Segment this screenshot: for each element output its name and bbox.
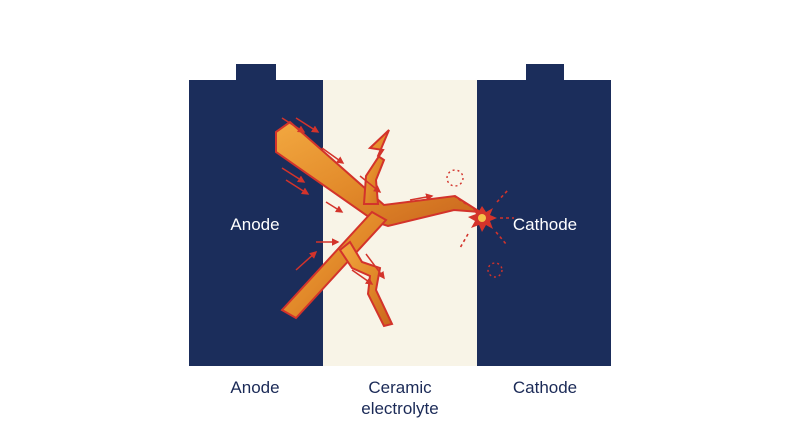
anode-inner-label: Anode bbox=[230, 215, 280, 234]
short-circuit-spark bbox=[446, 169, 514, 278]
ion-flow-arrows bbox=[281, 117, 434, 285]
cathode-inner-label: Cathode bbox=[512, 215, 578, 234]
electrolyte-caption-line2: electrolyte bbox=[361, 399, 439, 418]
cathode-terminal bbox=[526, 64, 564, 82]
anode-terminal bbox=[236, 64, 276, 82]
cathode-caption: Cathode bbox=[512, 378, 578, 397]
electrolyte-caption-line1: Ceramic bbox=[368, 378, 432, 397]
cathode-region bbox=[477, 80, 611, 366]
electrolyte-caption: Ceramic electrolyte bbox=[340, 377, 460, 419]
anode-caption: Anode bbox=[230, 378, 280, 397]
